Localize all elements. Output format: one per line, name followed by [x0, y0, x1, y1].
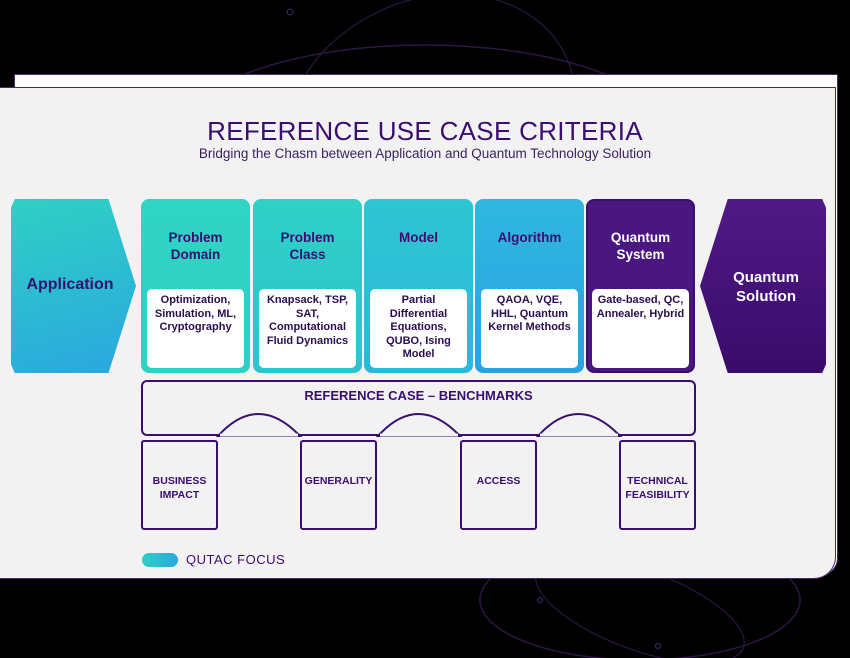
page-title: REFERENCE USE CASE CRITERIA [207, 116, 643, 146]
pillar-access: ACCESS [460, 440, 537, 530]
pillar-technical-feasibility: TECHNICAL FEASIBILITY [619, 440, 696, 530]
quantum-solution-shape [700, 199, 826, 373]
application-shape [11, 199, 136, 373]
column-content: Partial Differential Equations, QUBO, Is… [370, 289, 467, 368]
pillar-generality: GENERALITY [300, 440, 377, 530]
column-problem-class: Problem Class Knapsack, TSP, SAT, Comput… [253, 199, 362, 373]
pillar-label: ACCESS [476, 475, 521, 487]
column-content: QAOA, VQE, HHL, Quantum Kernel Methods [481, 289, 578, 368]
page-subtitle: Bridging the Chasm between Application a… [198, 146, 652, 161]
pillar-label: TECHNICAL FEASIBILITY [625, 475, 690, 501]
pillar-business-impact: BUSINESS IMPACT [141, 440, 218, 530]
legend-label: QUTAC FOCUS [186, 552, 286, 567]
column-algorithm: Algorithm QAOA, VQE, HHL, Quantum Kernel… [475, 199, 584, 373]
column-content: Gate-based, QC, Annealer, Hybrid [592, 289, 689, 368]
column-problem-domain: Problem Domain Optimization, Simulation,… [141, 199, 250, 373]
pillar-label: BUSINESS IMPACT [152, 475, 207, 501]
pillar-label: GENERALITY [304, 475, 373, 487]
column-model: Model Partial Differential Equations, QU… [364, 199, 473, 373]
column-content: Optimization, Simulation, ML, Cryptograp… [147, 289, 244, 368]
legend-swatch [142, 553, 178, 567]
column-content: Knapsack, TSP, SAT, Computational Fluid … [259, 289, 356, 368]
column-quantum-system: Quantum System Gate-based, QC, Annealer,… [586, 199, 695, 373]
application-label: Application [26, 276, 114, 293]
benchmark-label: REFERENCE CASE – BENCHMARKS [304, 388, 533, 403]
column-title: Problem Class [280, 230, 335, 262]
column-title: Quantum System [610, 230, 671, 262]
column-title: Algorithm [497, 230, 562, 245]
quantum-solution-label: Quantum Solution [733, 269, 799, 305]
column-title: Problem Domain [168, 230, 223, 262]
column-title: Model [399, 230, 438, 245]
